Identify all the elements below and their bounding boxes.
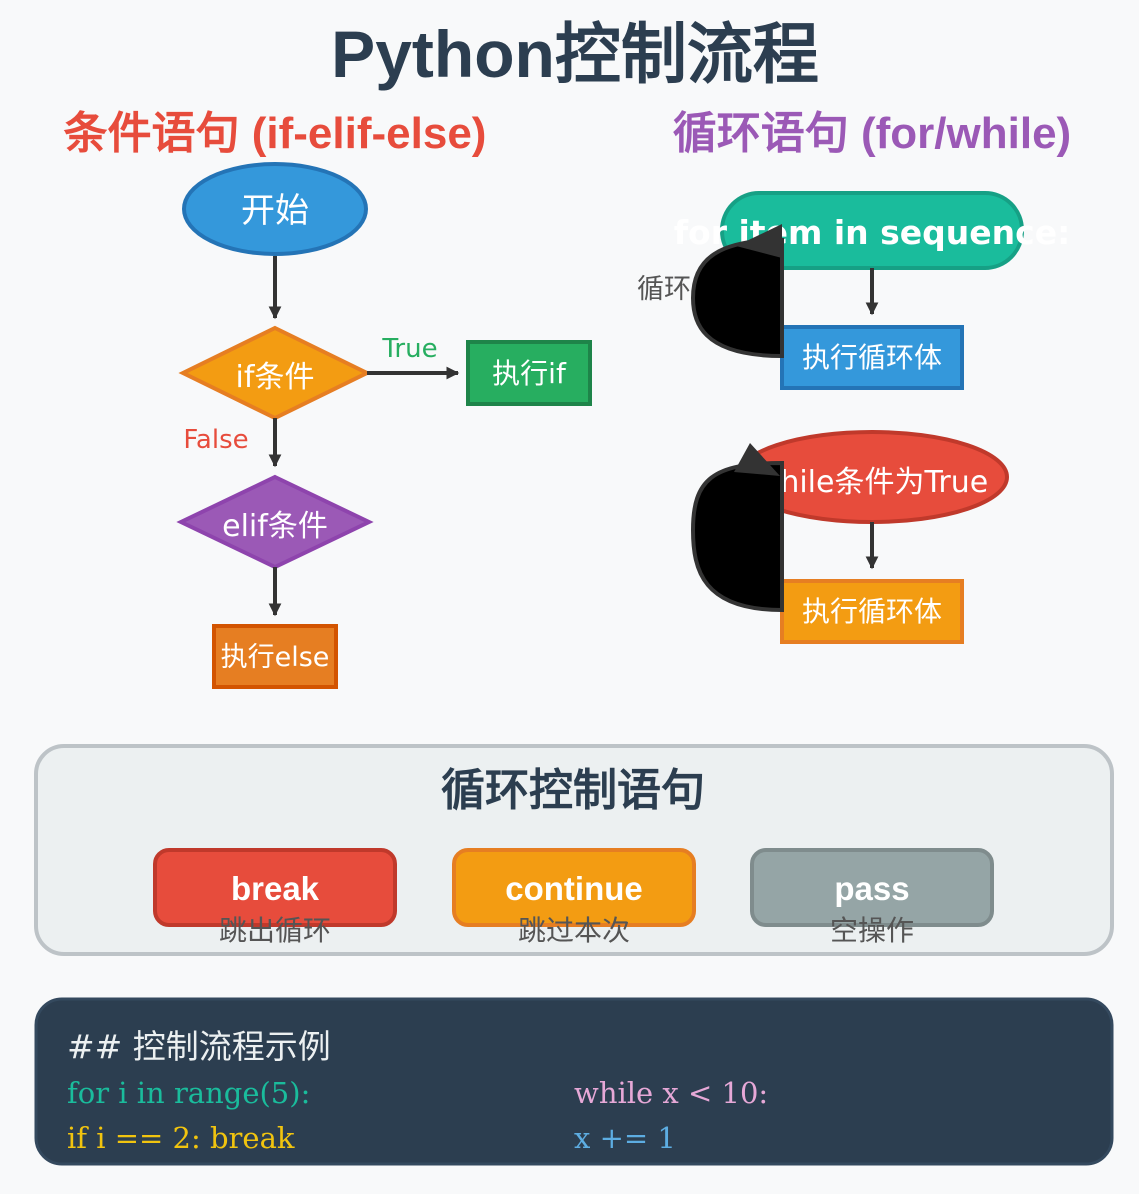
elif-condition-label: elif条件 (222, 509, 328, 544)
start-label: 开始 (241, 191, 309, 231)
continue-card (452, 848, 696, 927)
while-body-node (780, 579, 964, 644)
for-loop-back-arrow (690, 237, 784, 359)
code-increment-line: x += 1 (574, 1121, 676, 1155)
exec-else-label: 执行else (221, 642, 330, 673)
break-keyword: break (231, 870, 320, 907)
code-comment: ## 控制流程示例 (67, 1027, 331, 1066)
page-title: Python控制流程 (331, 17, 819, 91)
true-label: True (381, 334, 437, 364)
loop-control-heading: 循环控制语句 (441, 766, 705, 815)
conditional-heading: 条件语句 (if-elif-else) (64, 109, 487, 158)
exec-else-node (212, 624, 338, 689)
break-desc: 跳出循环 (219, 914, 331, 947)
continue-desc: 跳过本次 (518, 914, 630, 947)
loops-heading: 循环语句 (for/while) (673, 109, 1071, 158)
code-box (34, 997, 1114, 1166)
false-label: False (183, 425, 248, 455)
exec-if-label: 执行if (492, 357, 567, 390)
start-node (182, 162, 368, 256)
for-loop-arrowhead (736, 224, 782, 258)
while-loop-arrowhead (734, 443, 780, 476)
code-break-line: if i == 2: break (67, 1121, 295, 1155)
continue-keyword: continue (505, 870, 643, 907)
for-body-node (780, 325, 964, 390)
while-loop-flowchart: while条件为True 执行循环体 (690, 430, 1009, 644)
loop-control-panel: 循环控制语句 break 跳出循环 continue 跳过本次 pass 空操作 (34, 744, 1114, 956)
code-example-panel: ## 控制流程示例 for i in range(5): if i == 2: … (34, 997, 1114, 1166)
if-condition-label: if条件 (236, 360, 315, 395)
for-body-label: 执行循环体 (802, 341, 942, 374)
code-for-line: for i in range(5): (67, 1076, 310, 1110)
while-loop-back-arrow (690, 460, 784, 613)
code-while-line: while x < 10: (574, 1076, 768, 1110)
pass-desc: 空操作 (830, 914, 914, 947)
break-card (153, 848, 397, 927)
pass-keyword: pass (834, 870, 909, 907)
while-body-label: 执行循环体 (802, 595, 942, 628)
pass-card (750, 848, 994, 927)
for-loop-flowchart: for item in sequence: 执行循环体 循环 (637, 191, 1070, 390)
exec-if-node (466, 340, 592, 406)
loop-label: 循环 (637, 274, 691, 305)
while-header-label: while条件为True (756, 465, 988, 500)
conditional-flowchart: 开始 if条件 True 执行if False elif条件 执行else (176, 162, 592, 689)
